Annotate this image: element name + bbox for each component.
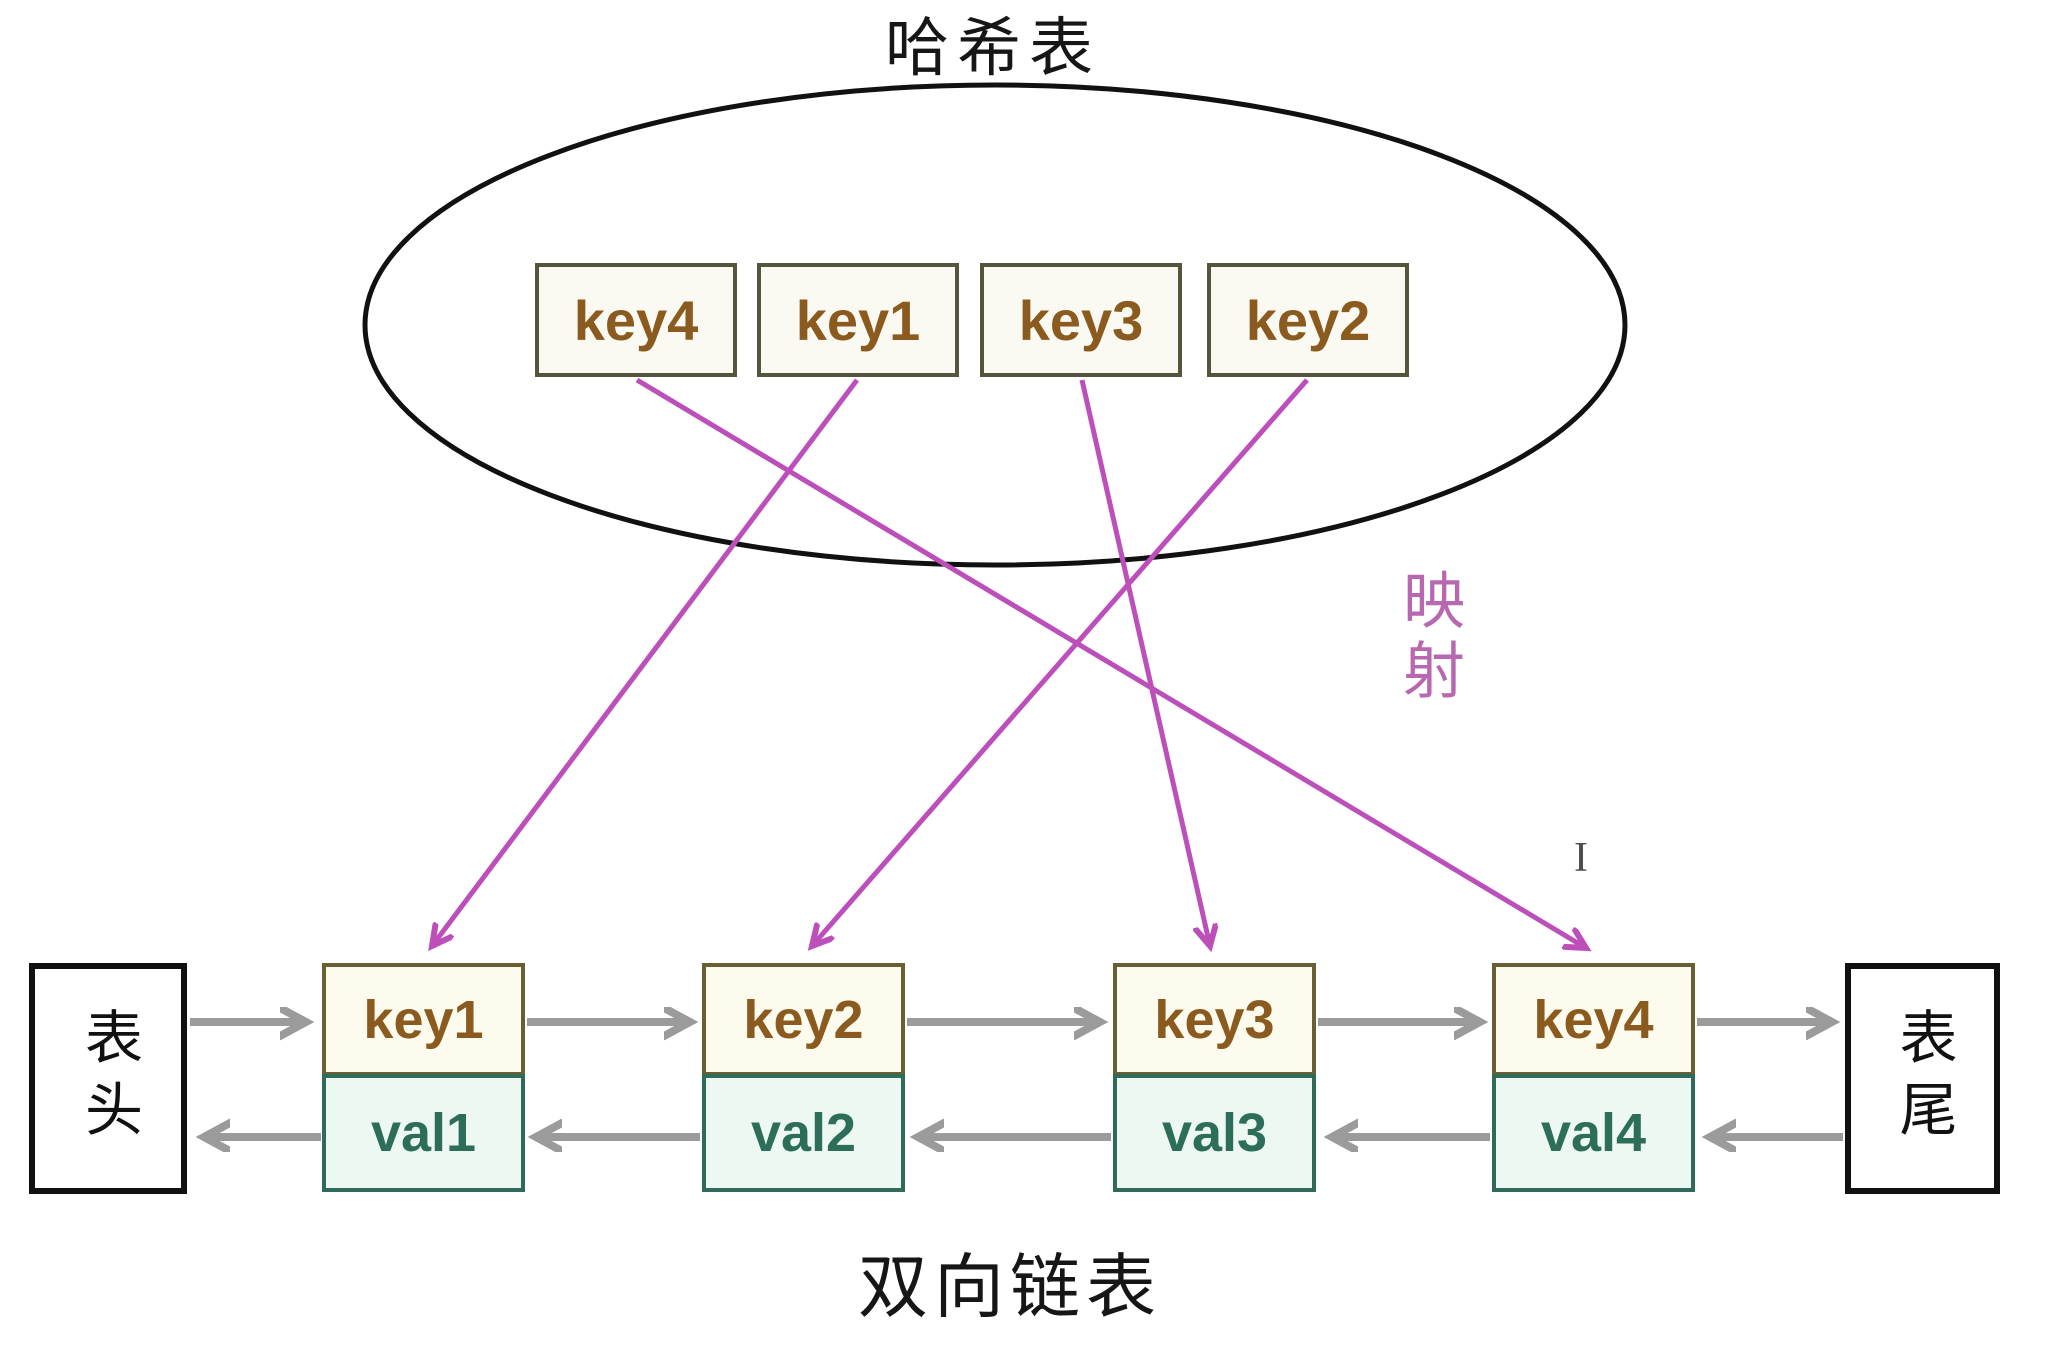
node-key-cell: key2 (702, 963, 905, 1076)
node-val-cell: val1 (322, 1074, 525, 1192)
text-ibeam-cursor: I (1574, 835, 1588, 881)
node-val-cell: val4 (1492, 1074, 1695, 1192)
hash-key-box-key4: key4 (535, 263, 737, 377)
mapping-label: 映射 (1393, 568, 1462, 708)
mapping-arrow-key1 (432, 378, 859, 946)
hash-key-box-key3: key3 (980, 263, 1182, 377)
hash-key-box-key2: key2 (1207, 263, 1409, 377)
hash-key-box-key1: key1 (757, 263, 959, 377)
list-node-4: key4 val4 (1492, 963, 1695, 1192)
list-node-1: key1 val1 (322, 963, 525, 1192)
list-node-3: key3 val3 (1113, 963, 1316, 1192)
node-key-cell: key1 (322, 963, 525, 1076)
mapping-arrow-key3 (1079, 379, 1210, 946)
list-tail-label: 表尾 (1890, 1006, 1956, 1151)
mapping-arrow-key2 (812, 378, 1309, 946)
list-head-label: 表头 (76, 1006, 141, 1151)
list-tail-box: 表尾 (1845, 963, 2000, 1194)
node-val-cell: val3 (1113, 1074, 1316, 1192)
list-head-box: 表头 (29, 963, 187, 1194)
node-val-cell: val2 (702, 1074, 905, 1192)
node-key-cell: key3 (1113, 963, 1316, 1076)
node-key-cell: key4 (1492, 963, 1695, 1076)
list-node-2: key2 val2 (702, 963, 905, 1192)
hash-table-title: 哈希表 (885, 12, 1101, 84)
doubly-linked-list-label: 双向链表 (858, 1248, 1162, 1326)
